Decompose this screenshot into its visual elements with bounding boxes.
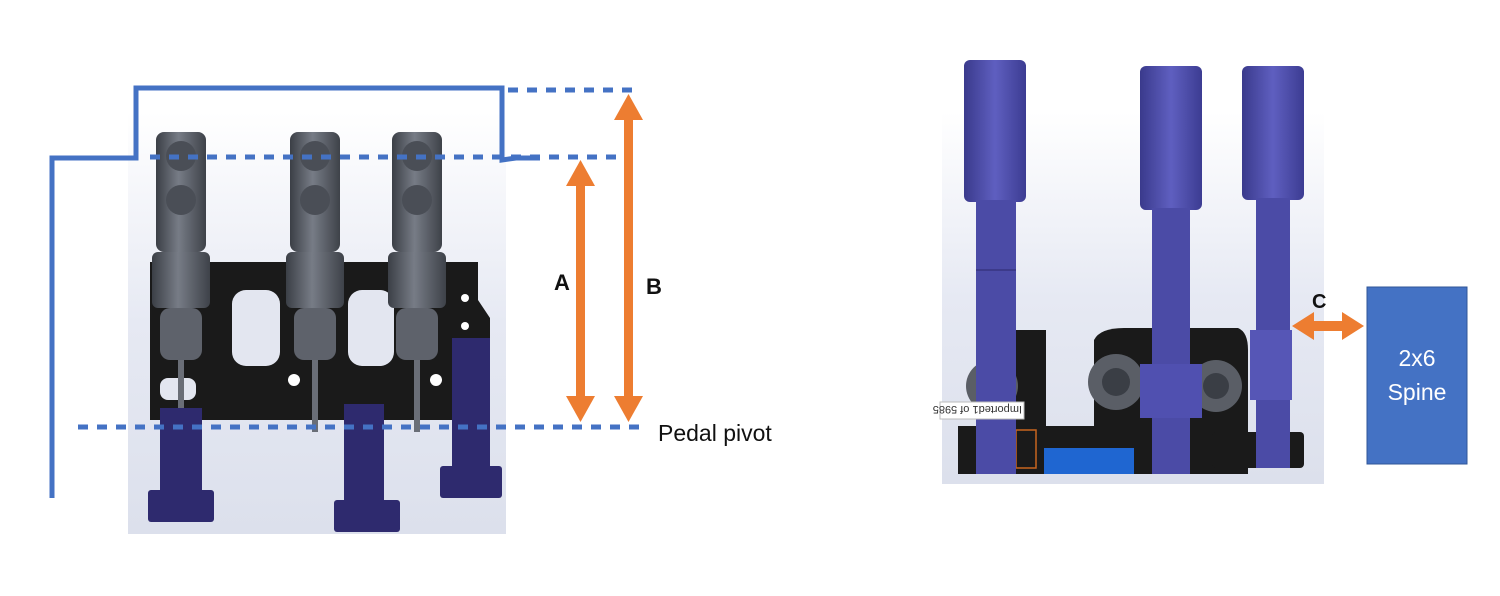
import-stamp-box	[939, 401, 1025, 420]
bracket-windows	[160, 290, 394, 400]
spine-box	[1366, 286, 1468, 465]
pedal-2-front	[334, 404, 400, 532]
pedal-3-front	[440, 338, 502, 498]
blue-bar	[1044, 448, 1134, 474]
label-a: A	[554, 270, 570, 295]
pedal-2-side	[1140, 66, 1202, 474]
label-b: B	[646, 274, 662, 299]
label-c: C	[1312, 291, 1326, 313]
arrow-c	[1292, 312, 1364, 340]
label-pedal-pivot: Pedal pivot	[658, 420, 772, 446]
bracket-holes	[288, 294, 469, 386]
arrow-b	[614, 94, 643, 422]
master-cylinder-1	[152, 132, 210, 430]
right-view: Imported1 of 5985 C 2x6 Spine	[933, 60, 1468, 484]
master-cylinder-3	[388, 132, 446, 432]
left-view: A B Pedal pivot	[49, 85, 772, 534]
master-cylinder-2	[286, 132, 344, 432]
pedal-1-front	[148, 408, 214, 522]
spine-label-line1: 2x6	[1398, 345, 1435, 371]
import-stamp: Imported1 of 5985	[933, 403, 1022, 415]
pedal-1-side	[964, 60, 1026, 474]
spine-label-line2: Spine	[1388, 379, 1447, 405]
arrow-a	[566, 160, 595, 422]
pedal-3-side	[1242, 66, 1304, 468]
